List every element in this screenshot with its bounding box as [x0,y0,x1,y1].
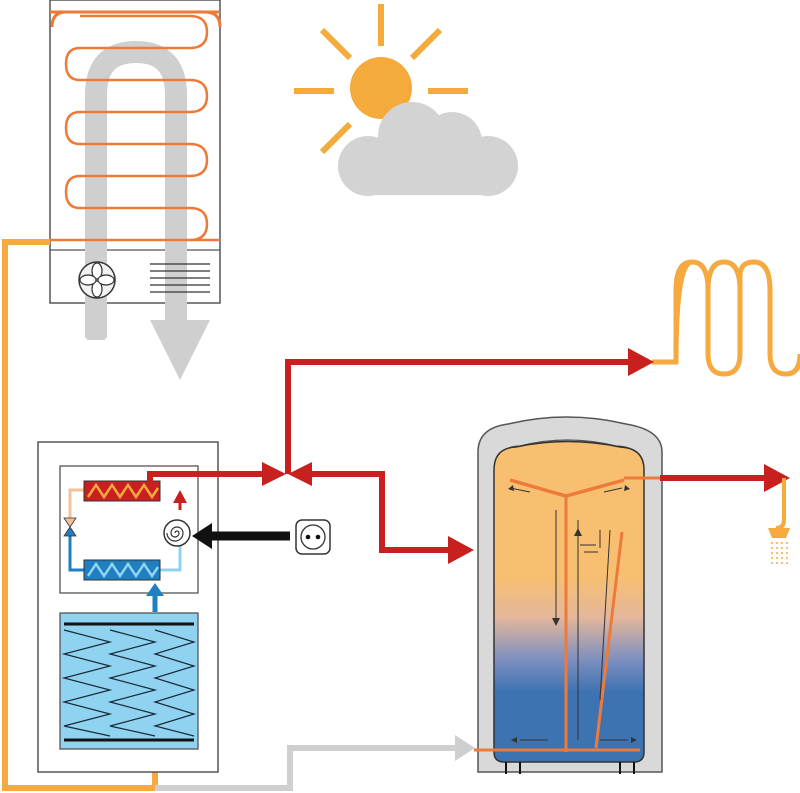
zigzag-exchanger-icon [61,629,197,737]
hot-line-arrow [173,490,187,503]
air-flow-path [85,40,187,338]
hot-flow-arrow-2 [288,462,312,486]
hot-flow-arrow-radiator [628,348,654,376]
hot-water-tank [474,416,663,774]
flow-arrows [509,487,628,741]
hot-flow-network [147,348,790,564]
hot-flow-arrow-1 [262,462,286,486]
refrigerant-line-warm [68,488,85,520]
warm-supply-pipe [2,239,158,791]
return-pipe [155,745,460,791]
ground-storage [59,612,199,750]
sun-icon [294,4,468,155]
refrigerant-line-cold [68,535,84,572]
air-collector-unit [49,0,222,380]
vent-grille [150,263,210,293]
flow-arrow-heads [508,485,637,743]
shower-icon [768,478,790,566]
heat-pump-unit [37,441,219,773]
radiator-coil-left [673,259,693,362]
cloud-icon [338,102,518,196]
cold-flow-arrow [146,583,164,596]
expansion-valve-icon [63,517,77,537]
air-outlet-arrow [150,320,210,380]
tank-feet [505,762,635,774]
heating-coil [50,14,220,242]
hot-flow-arrow-shower [764,464,790,492]
evaporator-zigzag [86,561,160,579]
diagonal-pipe [594,531,624,749]
fan-icon [78,261,116,299]
electric-arrow [192,523,212,549]
return-pipe-arrow [455,735,475,761]
socket-icon [295,519,331,555]
hot-flow-to-radiator [285,359,632,474]
hot-flow-from-condenser [147,471,264,486]
compressor-icon [163,519,191,547]
refrigerant-suction-line [160,545,182,572]
radiator-coil-top [705,259,743,291]
radiator-coil-icon [652,259,800,377]
hot-flow-to-tank [310,471,452,553]
tank-interior [493,440,645,763]
hot-flow-arrow-tank [448,536,474,564]
condenser-zigzag [86,482,160,500]
air-inlet-tip [86,326,106,340]
